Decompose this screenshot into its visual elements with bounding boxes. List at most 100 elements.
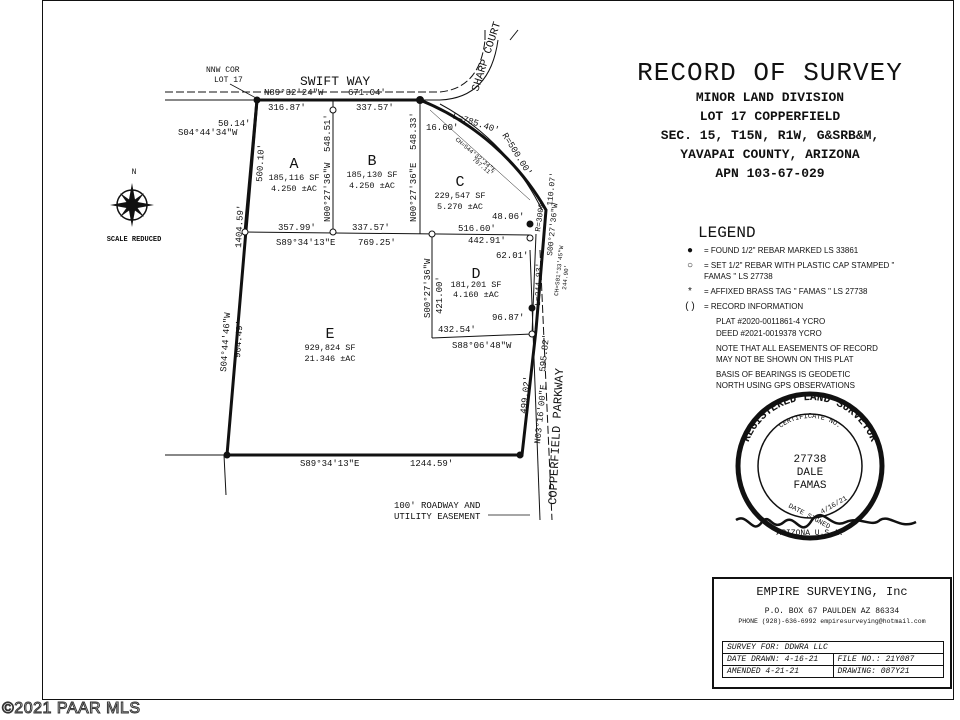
easement-label: 100' ROADWAY AND	[394, 501, 480, 511]
dim-label: 421.00'	[435, 276, 445, 314]
dim-label: 548.33'	[409, 112, 419, 150]
dim-label: 432.54'	[438, 325, 476, 335]
mls-watermark: ©2021 PAAR MLS	[2, 700, 141, 718]
dim-label: S88°06'48"W	[452, 341, 512, 351]
legend-item: ● = FOUND 1/2" REBAR MARKED LS 33861	[676, 245, 906, 256]
legend-text: = FOUND 1/2" REBAR MARKED LS 33861	[704, 246, 859, 255]
company-phone: PHONE (928)-636-6992 empiresurveying@hot…	[738, 618, 926, 625]
dim-label: S04°44'46"W	[219, 312, 233, 373]
seal-last-name: FAMAS	[793, 480, 826, 492]
title-block: RECORD OF SURVEY MINOR LAND DIVISION LOT…	[600, 58, 940, 183]
dim-label: 1244.59'	[410, 459, 453, 469]
dim-label: 769.25'	[358, 238, 396, 248]
lot-a: A 185,116 SF 4.250 ±AC	[268, 156, 319, 194]
file-no: FILE NO.: 21Y087	[832, 654, 944, 665]
dim-label: 904.49'	[233, 320, 246, 358]
seal-number: 27738	[793, 454, 826, 466]
dim-label: N00°27'36"E	[409, 163, 419, 222]
seal-first-name: DALE	[797, 467, 824, 479]
road-sharp-court: SHARP COURT	[470, 20, 504, 93]
dim-label: 499.02'	[519, 376, 533, 415]
legend-item: * = AFFIXED BRASS TAG " FAMAS " LS 27738	[676, 286, 906, 297]
legend-item: ( ) = RECORD INFORMATION	[676, 301, 906, 312]
dim-label: 50.14'	[218, 119, 250, 129]
lot-name: B	[367, 153, 376, 170]
legend: LEGEND ● = FOUND 1/2" REBAR MARKED LS 33…	[676, 224, 906, 395]
bearing-note: NORTH USING GPS OBSERVATIONS	[716, 381, 855, 390]
job-row: AMENDED 4-21-21 DRAWING: 087Y21	[723, 666, 943, 677]
easement-note: NOTE THAT ALL EASEMENTS OF RECORD	[716, 344, 878, 353]
drawing-no: DRAWING: 087Y21	[832, 666, 944, 677]
lot-c: C 229,547 SF 5.270 ±AC	[434, 174, 485, 212]
dim-label: 1404.59'	[234, 204, 246, 248]
scale-note: SCALE REDUCED	[107, 236, 162, 244]
dimension-labels: N89°32'24"W 671.04' 316.87' 337.57' 50.1…	[178, 88, 571, 469]
title-line: YAVAPAI COUNTY, ARIZONA	[680, 147, 860, 162]
title-line: LOT 17 COPPERFIELD	[699, 109, 841, 124]
dim-label: S89°34'13"E	[300, 459, 359, 469]
dim-label: 595.82'	[538, 334, 552, 373]
found-rebar-icon: ●	[686, 245, 694, 256]
dim-label: 316.87'	[268, 103, 306, 113]
monuments	[223, 96, 536, 459]
legend-title: LEGEND	[698, 224, 756, 242]
corner-label: LOT 17	[214, 76, 243, 85]
lot-sf: 929,824 SF	[304, 343, 355, 353]
dim-label: 244.90'	[561, 264, 571, 290]
brass-tag-icon: *	[688, 286, 692, 297]
seal-state: ARIZONA U.S.A.	[776, 529, 843, 538]
dim-label: 110.07'	[546, 172, 558, 206]
survey-for: SURVEY FOR: DDWRA LLC	[727, 643, 828, 652]
record-deed: DEED #2021-0019378 YCRO	[716, 329, 822, 338]
lot-sf: 229,547 SF	[434, 191, 485, 201]
title-line: MINOR LAND DIVISION	[695, 90, 845, 105]
road-swift-way: SWIFT WAY	[300, 74, 370, 89]
lot-e: E 929,824 SF 21.346 ±AC	[304, 326, 355, 364]
lot-b: B 185,130 SF 4.250 ±AC	[346, 153, 397, 191]
dim-label: S89°34'13"E	[276, 238, 335, 248]
job-row: SURVEY FOR: DDWRA LLC	[723, 642, 943, 654]
dim-label: 671.04'	[348, 88, 386, 98]
corner-label: NNW COR	[206, 66, 240, 75]
easement-note: MAY NOT BE SHOWN ON THIS PLAT	[716, 355, 854, 364]
lot-sf: 185,130 SF	[346, 170, 397, 180]
legend-text: = RECORD INFORMATION	[704, 302, 804, 311]
parcel-boundary	[225, 98, 548, 457]
dim-label: 357.99'	[278, 223, 316, 233]
north-arrow-icon	[110, 183, 154, 227]
lot-d: D 181,201 SF 4.160 ±AC	[450, 266, 501, 300]
company-name: EMPIRE SURVEYING, Inc	[756, 585, 908, 599]
signature-mark	[735, 513, 917, 529]
amended-date: AMENDED 4-21-21	[727, 667, 800, 676]
record-info-icon: ( )	[685, 301, 695, 312]
dim-label: 516.60'	[458, 224, 496, 234]
title-line: SEC. 15, T15N, R1W, G&SRB&M,	[660, 128, 880, 143]
sheet-border	[42, 0, 954, 700]
lot-name: E	[325, 326, 334, 343]
lot-ac: 5.270 ±AC	[437, 202, 483, 212]
job-row: DATE DRAWN: 4-16-21 FILE NO.: 21Y087	[723, 654, 943, 666]
lot-ac: 21.346 ±AC	[304, 354, 355, 364]
lot-ac: 4.250 ±AC	[349, 181, 395, 191]
lot-name: A	[289, 156, 298, 173]
dim-label: 96.87'	[492, 313, 524, 323]
lot-ac: 4.250 ±AC	[271, 184, 317, 194]
lot-sf: 185,116 SF	[268, 173, 319, 183]
dim-label: 48.06'	[492, 212, 524, 222]
road-copperfield: COPPERFIELD PARKWAY	[546, 368, 567, 505]
dim-label: 500.10'	[255, 144, 267, 182]
lot-name: D	[471, 266, 480, 283]
dim-label: 337.57'	[352, 223, 390, 233]
dim-label: 62.01'	[496, 251, 528, 261]
company-address: P.O. BOX 67 PAULDEN AZ 86334	[764, 607, 900, 616]
set-rebar-icon: ○	[686, 260, 694, 271]
title-line: APN 103-67-029	[715, 166, 825, 181]
dim-label: N89°32'24"W	[264, 88, 324, 98]
company-block: EMPIRE SURVEYING, Inc P.O. BOX 67 PAULDE…	[712, 577, 952, 689]
north-letter: N	[132, 168, 137, 177]
legend-item: ○ = SET 1/2" REBAR WITH PLASTIC CAP STAM…	[676, 260, 906, 282]
dim-label: N00°27'36"W	[323, 162, 333, 222]
dim-label: 337.57'	[356, 103, 394, 113]
legend-text: = SET 1/2" REBAR WITH PLASTIC CAP STAMPE…	[704, 261, 895, 281]
